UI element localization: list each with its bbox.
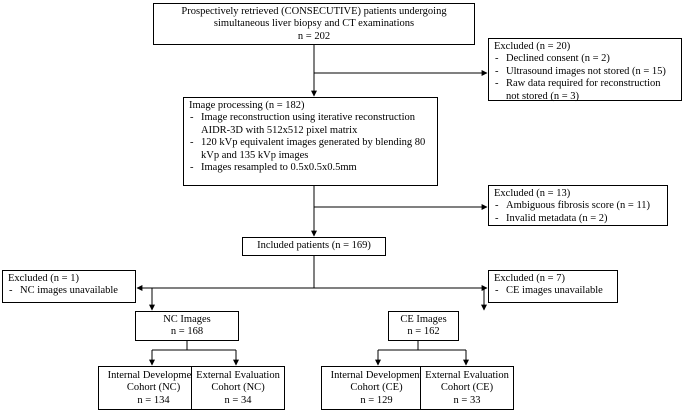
exclusion-2-title: Excluded (n = 13) bbox=[494, 188, 571, 199]
nc-images-box: NC Images n = 168 bbox=[135, 311, 239, 341]
exclusion-box-2: Excluded (n = 13) Ambiguous fibrosis sco… bbox=[488, 185, 668, 226]
nc-images-count: n = 168 bbox=[170, 326, 204, 338]
initial-patients-line-2: simultaneous liver biopsy and CT examina… bbox=[213, 18, 415, 30]
exclusion-ce-list: CE images unavailable bbox=[494, 285, 612, 298]
exclusion-box-1: Excluded (n = 20) Declined consent (n = … bbox=[488, 38, 682, 103]
exclusion-ce-item: CE images unavailable bbox=[494, 285, 612, 298]
cohort-line-2: Cohort (NC) bbox=[126, 382, 181, 394]
cohort-count: n = 34 bbox=[224, 394, 252, 406]
included-patients-box: Included patients (n = 169) bbox=[242, 237, 386, 256]
cohort-line-1: Internal Development bbox=[107, 370, 200, 381]
cohort-line-2: Cohort (CE) bbox=[350, 382, 403, 394]
image-processing-item: Image reconstruction using iterative rec… bbox=[189, 112, 432, 137]
cohort-box-external-ce: External Evaluation Cohort (CE) n = 33 bbox=[420, 366, 514, 410]
cohort-count: n = 129 bbox=[360, 394, 393, 406]
exclusion-1-item: Declined consent (n = 2) bbox=[494, 53, 676, 66]
cohort-line-1: Internal Development bbox=[330, 370, 423, 381]
initial-patients-box: Prospectively retrieved (CONSECUTIVE) pa… bbox=[153, 3, 475, 45]
cohort-line-1: External Evaluation bbox=[425, 370, 509, 381]
exclusion-ce-title: Excluded (n = 7) bbox=[494, 273, 565, 284]
initial-patients-line-1: Prospectively retrieved (CONSECUTIVE) pa… bbox=[181, 6, 447, 17]
exclusion-2-item: Ambiguous fibrosis score (n = 11) bbox=[494, 200, 662, 213]
cohort-count: n = 134 bbox=[137, 394, 170, 406]
image-processing-title: Image processing (n = 182) bbox=[189, 100, 305, 111]
exclusion-nc-title: Excluded (n = 1) bbox=[8, 273, 79, 284]
image-processing-item: Images resampled to 0.5x0.5x0.5mm bbox=[189, 162, 432, 175]
cohort-box-internal-ce: Internal Development Cohort (CE) n = 129 bbox=[321, 366, 432, 410]
exclusion-ce-box: Excluded (n = 7) CE images unavailable bbox=[488, 270, 618, 303]
image-processing-item: 120 kVp equivalent images generated by b… bbox=[189, 137, 432, 162]
ce-images-count: n = 162 bbox=[407, 326, 440, 338]
cohort-box-internal-nc: Internal Development Cohort (NC) n = 134 bbox=[98, 366, 209, 410]
ce-images-box: CE Images n = 162 bbox=[388, 311, 459, 341]
image-processing-list: Image reconstruction using iterative rec… bbox=[189, 112, 432, 174]
exclusion-nc-box: Excluded (n = 1) NC images unavailable bbox=[2, 270, 136, 303]
nc-images-title: NC Images bbox=[163, 314, 211, 325]
exclusion-2-list: Ambiguous fibrosis score (n = 11) Invali… bbox=[494, 200, 662, 225]
ce-images-title: CE Images bbox=[400, 314, 447, 325]
exclusion-1-item: Ultrasound images not stored (n = 15) bbox=[494, 66, 676, 79]
cohort-line-2: Cohort (CE) bbox=[440, 382, 494, 394]
included-patients-label: Included patients (n = 169) bbox=[257, 240, 371, 251]
exclusion-1-list: Declined consent (n = 2) Ultrasound imag… bbox=[494, 53, 676, 103]
cohort-line-2: Cohort (NC) bbox=[211, 382, 265, 394]
cohort-line-1: External Evaluation bbox=[196, 370, 280, 381]
exclusion-1-title: Excluded (n = 20) bbox=[494, 41, 571, 52]
exclusion-nc-item: NC images unavailable bbox=[8, 285, 130, 298]
exclusion-2-item: Invalid metadata (n = 2) bbox=[494, 213, 662, 226]
cohort-box-external-nc: External Evaluation Cohort (NC) n = 34 bbox=[191, 366, 285, 410]
image-processing-box: Image processing (n = 182) Image reconst… bbox=[183, 97, 438, 186]
cohort-count: n = 33 bbox=[453, 394, 481, 406]
initial-patients-count: n = 202 bbox=[297, 30, 331, 42]
exclusion-nc-list: NC images unavailable bbox=[8, 285, 130, 298]
exclusion-1-item: Raw data required for reconstruction not… bbox=[494, 78, 676, 103]
